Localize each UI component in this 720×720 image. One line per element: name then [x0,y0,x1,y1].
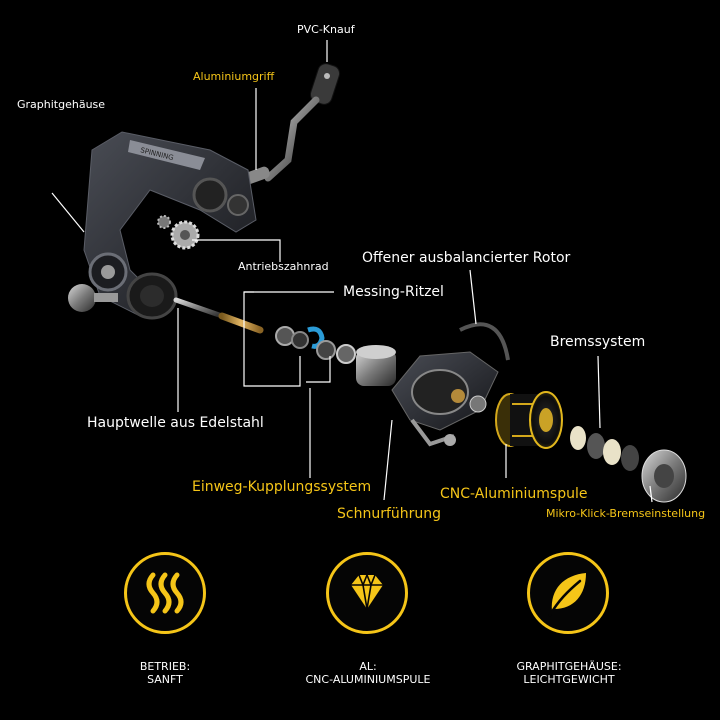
feature-caption-line2: CNC-Aluminiumspule [305,673,431,686]
label-micro-click-drag: Mikro-Klick-Bremseinstellung [546,507,706,520]
label-aluminium-handle: Aluminiumgriff [193,70,275,83]
leaf-icon [548,573,586,617]
label-drive-gear: Antriebszahnrad [238,260,329,273]
diamond-icon [351,572,383,610]
feature-badge-aluminium [326,552,408,634]
label-line-guide: Schnurführung [337,506,442,522]
main-shaft-part [173,297,264,334]
rotor-part [391,322,510,447]
drag-knob-part [641,449,687,503]
feature-caption-line1: Betrieb: [139,660,191,673]
drag-washer-parts [570,426,639,471]
label-graphite-housing: Graphitgehäuse [17,98,106,111]
leader-lines [51,40,653,503]
side-cap-part [68,272,178,320]
drive-gear-part [157,215,200,250]
feature-caption-smooth: Betrieb: Sanft [80,660,250,686]
label-cnc-spool: CNC-Aluminiumspule [440,486,588,502]
cnc-spool-part [495,391,563,449]
label-brass-pinion: Messing-Ritzel [343,284,444,300]
label-oneway-clutch: Einweg-Kupplungssystem [192,479,372,495]
feature-caption-lightweight: Graphitgehäuse: Leichtgewicht [484,660,654,686]
feature-caption-line1: Graphitgehäuse: [516,660,622,673]
graphite-housing-part: SPINNING [83,131,257,317]
heat-waves-icon [146,572,184,614]
feature-caption-aluminium: AL: CNC-Aluminiumspule [283,660,453,686]
label-pvc-knob: PVC-Knauf [297,23,355,36]
feature-caption-line2: Leichtgewicht [523,673,615,686]
label-steel-main-shaft: Hauptwelle aus Edelstahl [87,415,264,431]
label-open-rotor: Offener ausbalancierter Rotor [362,250,571,266]
feature-badge-smooth [124,552,206,634]
label-brake-system: Bremssystem [550,334,646,350]
feature-badge-lightweight [527,552,609,634]
feature-caption-line1: AL: [359,660,377,673]
clutch-bearing-parts [275,326,356,364]
feature-caption-line2: Sanft [147,673,183,686]
brass-pinion-part [356,345,396,386]
